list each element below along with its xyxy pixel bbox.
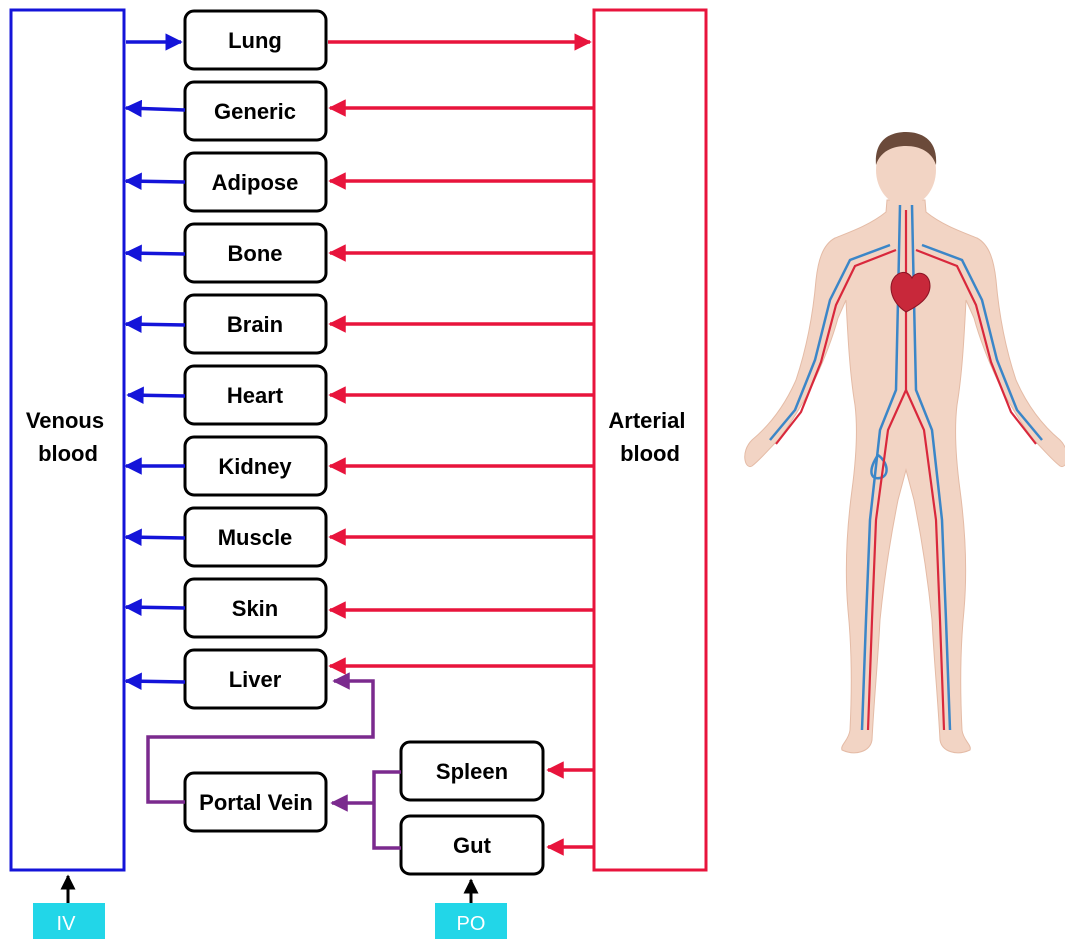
organ-adipose: Adipose — [185, 153, 326, 211]
gut-label: Gut — [453, 833, 492, 858]
venous-label-line1: Venous — [26, 408, 104, 433]
organ-label: Adipose — [212, 170, 299, 195]
organ-bone: Bone — [185, 224, 326, 282]
organ-label: Kidney — [218, 454, 292, 479]
organ-spleen: Spleen — [401, 742, 543, 800]
organ-muscle: Muscle — [185, 508, 326, 566]
arterial-label-line2: blood — [620, 441, 680, 466]
organ-portal-vein: Portal Vein — [185, 773, 326, 831]
iv-label: IV — [57, 913, 77, 935]
human-circulatory-illustration — [745, 132, 1065, 753]
organ-gut: Gut — [401, 816, 543, 874]
organ-label: Heart — [227, 383, 284, 408]
organ-lung: Lung — [185, 11, 326, 69]
organ-label: Lung — [228, 28, 282, 53]
arterial-blood-label: Arterial blood — [608, 408, 691, 466]
dosing-route-po: PO — [435, 880, 507, 939]
organ-heart: Heart — [185, 366, 326, 424]
po-label: PO — [457, 913, 486, 935]
dosing-route-iv: IV — [33, 876, 105, 939]
organ-brain: Brain — [185, 295, 326, 353]
organ-label: Muscle — [218, 525, 293, 550]
organ-label: Bone — [228, 241, 283, 266]
arterial-flow-arrows — [328, 42, 594, 847]
organ-label: Brain — [227, 312, 283, 337]
organ-label: Skin — [232, 596, 278, 621]
venous-flow-arrows — [126, 42, 185, 682]
connector-spleen-gut-merge — [374, 772, 401, 848]
arrow-skin-to-venous — [126, 607, 185, 608]
portal-vein-label: Portal Vein — [199, 790, 313, 815]
arterial-label-line1: Arterial — [608, 408, 685, 433]
venous-label-line2: blood — [38, 441, 98, 466]
arrow-bone-to-venous — [126, 253, 185, 254]
organ-kidney: Kidney — [185, 437, 326, 495]
organ-label: Liver — [229, 667, 282, 692]
organ-liver: Liver — [185, 650, 326, 708]
arrow-muscle-to-venous — [126, 537, 185, 538]
arrow-brain-to-venous — [126, 324, 185, 325]
arrow-adipose-to-venous — [126, 181, 185, 182]
organ-generic: Generic — [185, 82, 326, 140]
arrow-generic-to-venous — [126, 108, 185, 110]
venous-blood-label: Venous blood — [26, 408, 110, 466]
arterial-blood-box — [594, 10, 706, 870]
organ-label: Generic — [214, 99, 296, 124]
arrow-liver-to-venous — [126, 681, 185, 682]
organ-skin: Skin — [185, 579, 326, 637]
venous-blood-box — [11, 10, 124, 870]
arrow-heart-to-venous — [128, 395, 185, 396]
spleen-label: Spleen — [436, 759, 508, 784]
